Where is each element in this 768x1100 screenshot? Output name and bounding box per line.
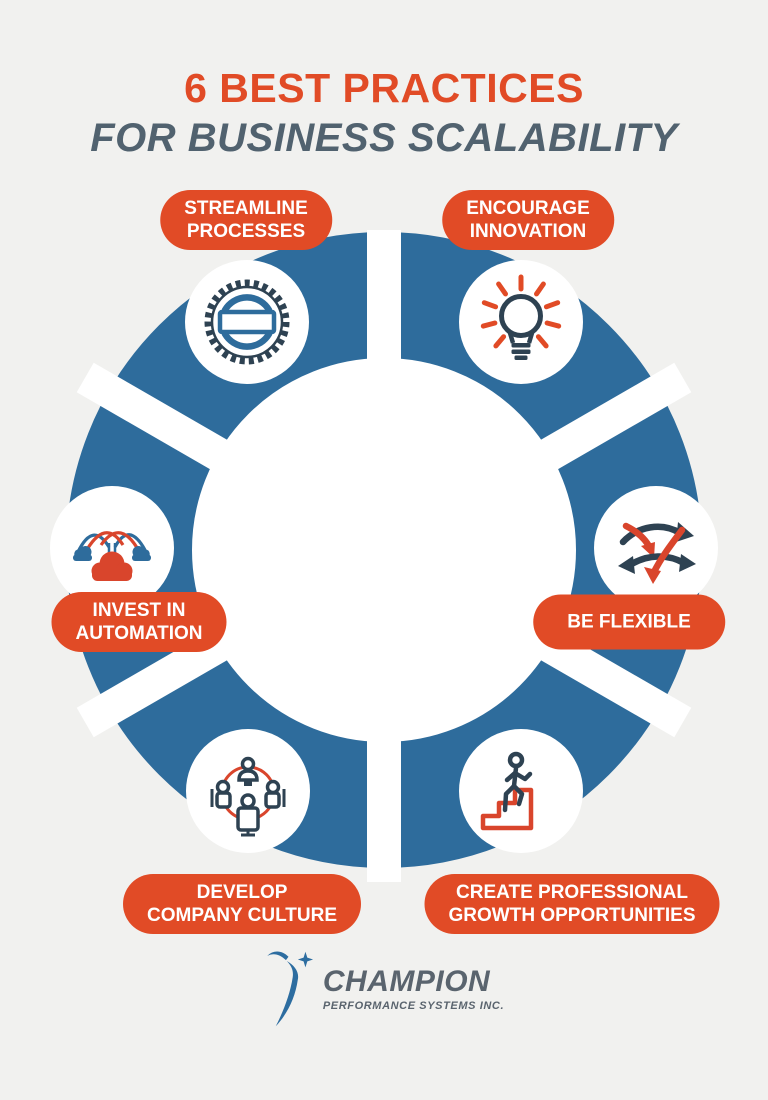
title-line-2: FOR BUSINESS SCALABILITY (90, 116, 678, 161)
pill-encourage-innovation: ENCOURAGE INNOVATION (442, 190, 614, 250)
pill-label-line: STREAMLINE (184, 198, 308, 219)
pill-develop-company-culture: DEVELOP COMPANY CULTURE (123, 874, 361, 934)
pill-label-line: BE FLEXIBLE (567, 611, 691, 633)
pill-create-professional-growth-opportunities: CREATE PROFESSIONAL GROWTH OPPORTUNITIES (424, 874, 720, 934)
ring-divider-upper-right (496, 362, 692, 495)
stairs-climb-icon (480, 751, 534, 831)
icon-badge (50, 486, 174, 610)
logo-name: CHAMPION (322, 965, 491, 998)
seal-stamp-icon (204, 279, 290, 365)
pill-label-line: CREATE PROFESSIONAL (456, 882, 688, 903)
pill-label-line: PROCESSES (186, 221, 306, 242)
company-logo: CHAMPION PERFORMANCE SYSTEMS INC. (264, 950, 504, 1028)
pill-label-line: COMPANY CULTURE (147, 905, 337, 926)
page-title: 6 BEST PRACTICES FOR BUSINESS SCALABILIT… (0, 65, 768, 161)
pill-label-line: INVEST IN (92, 600, 186, 621)
icon-badge (594, 486, 718, 610)
pill-be-flexible: BE FLEXIBLE (533, 594, 725, 650)
pill-streamline-processes: STREAMLINE PROCESSES (160, 190, 332, 250)
pill-label-line: DEVELOP (196, 882, 288, 903)
logo-text: CHAMPION PERFORMANCE SYSTEMS INC. (322, 965, 505, 1013)
pill-label-line: GROWTH OPPORTUNITIES (448, 905, 696, 926)
pill-invest-in-automation: INVEST IN AUTOMATION (51, 592, 227, 652)
automation-clouds-icon (73, 531, 151, 581)
ring-divider-upper-left (76, 362, 272, 495)
logo-tagline: PERFORMANCE SYSTEMS INC. (322, 1000, 505, 1012)
crossing-arrows-icon (618, 522, 696, 584)
ring-divider-lower-left (76, 605, 272, 738)
ring-inner-circle (191, 357, 577, 743)
champion-swoosh-icon (267, 951, 314, 1027)
ring-divider-top (367, 230, 401, 410)
meeting-table-icon (210, 756, 286, 837)
pill-label-line: ENCOURAGE (466, 198, 590, 219)
lightbulb-icon (480, 274, 562, 360)
ring-divider-bottom (367, 690, 401, 882)
pill-label-line: AUTOMATION (75, 623, 203, 644)
icon-badge (186, 729, 310, 853)
sparkle-star-icon (297, 951, 314, 968)
pill-label-line: INNOVATION (469, 221, 587, 242)
title-line-1: 6 BEST PRACTICES (184, 65, 584, 111)
